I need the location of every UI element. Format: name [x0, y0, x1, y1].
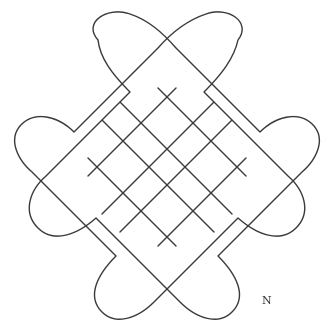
knot-path — [29, 12, 319, 319]
lattice-line — [88, 158, 176, 246]
lattice-line — [158, 158, 246, 246]
lattice-line — [120, 120, 232, 232]
lattice-line — [102, 102, 214, 214]
lattice-line — [158, 88, 246, 176]
lattice-line — [120, 102, 232, 214]
lattice-line — [88, 88, 176, 176]
knot-path-2 — [15, 12, 305, 319]
endless-knot-drawing — [15, 12, 320, 319]
figure-label: N — [262, 294, 272, 307]
lattice-line — [102, 120, 214, 232]
